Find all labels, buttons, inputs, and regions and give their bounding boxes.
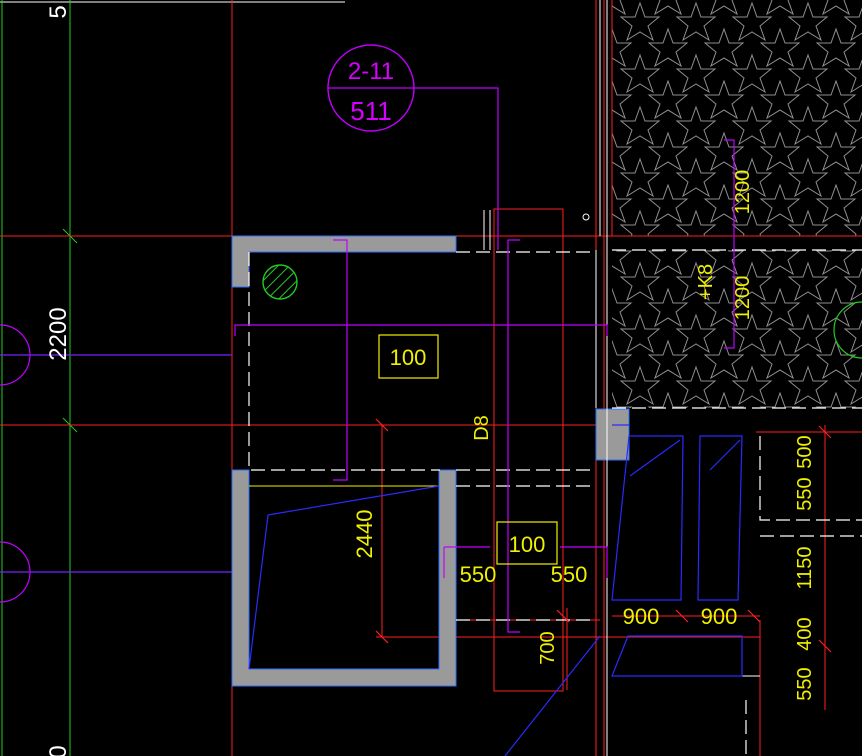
room-tag-lower: 100 (496, 521, 558, 565)
dim-stair-550-a: 550 (794, 477, 816, 510)
dim-stair-400: 400 (794, 617, 816, 650)
callout-bottom-text: 511 (350, 96, 391, 126)
room-tag-upper: 100 (378, 334, 439, 379)
dimension-texts: 2200 5 0 2440 550 550 1200 1200 700 900 … (45, 5, 816, 756)
dim-shaft-height: 700 (537, 631, 559, 664)
dim-stair-1150: 1150 (794, 546, 816, 589)
drain-symbol (262, 264, 298, 300)
purple-leaders (234, 87, 735, 633)
hatched-paving-zone (612, 0, 862, 408)
dim-left-top-partial: 5 (45, 5, 72, 18)
mark-label: +K8 (695, 264, 717, 300)
dim-stair-500: 500 (794, 435, 816, 468)
left-edge-markers (0, 324, 232, 603)
room-tag-upper-text: 100 (390, 345, 427, 370)
dim-stair-550-b: 550 (794, 667, 816, 700)
dim-right-upper: 1200 (732, 170, 754, 215)
blue-outlines (248, 424, 743, 756)
dim-bay-width-1: 900 (623, 604, 660, 629)
room-tag-lower-text: 100 (509, 532, 546, 557)
pipe-label: D8 (471, 415, 493, 441)
dim-right-lower: 1200 (732, 276, 754, 321)
callout-top-text: 2-11 (348, 58, 394, 85)
dim-lower-left-width: 550 (460, 562, 497, 587)
dim-left-bottom-partial: 0 (45, 745, 72, 756)
dim-left-vertical: 2200 (45, 307, 72, 360)
dim-lower-right-width: 550 (551, 562, 588, 587)
dim-inner-height: 2440 (352, 510, 377, 559)
concrete-walls (231, 235, 630, 687)
right-edge-axis-bubble (833, 301, 862, 359)
dimension-ticks (375, 418, 832, 653)
white-solid-lines (483, 0, 760, 756)
green-axis-lines (0, 0, 232, 756)
dim-bay-width-2: 900 (701, 604, 738, 629)
detail-callout: 2-11 511 (327, 44, 415, 132)
